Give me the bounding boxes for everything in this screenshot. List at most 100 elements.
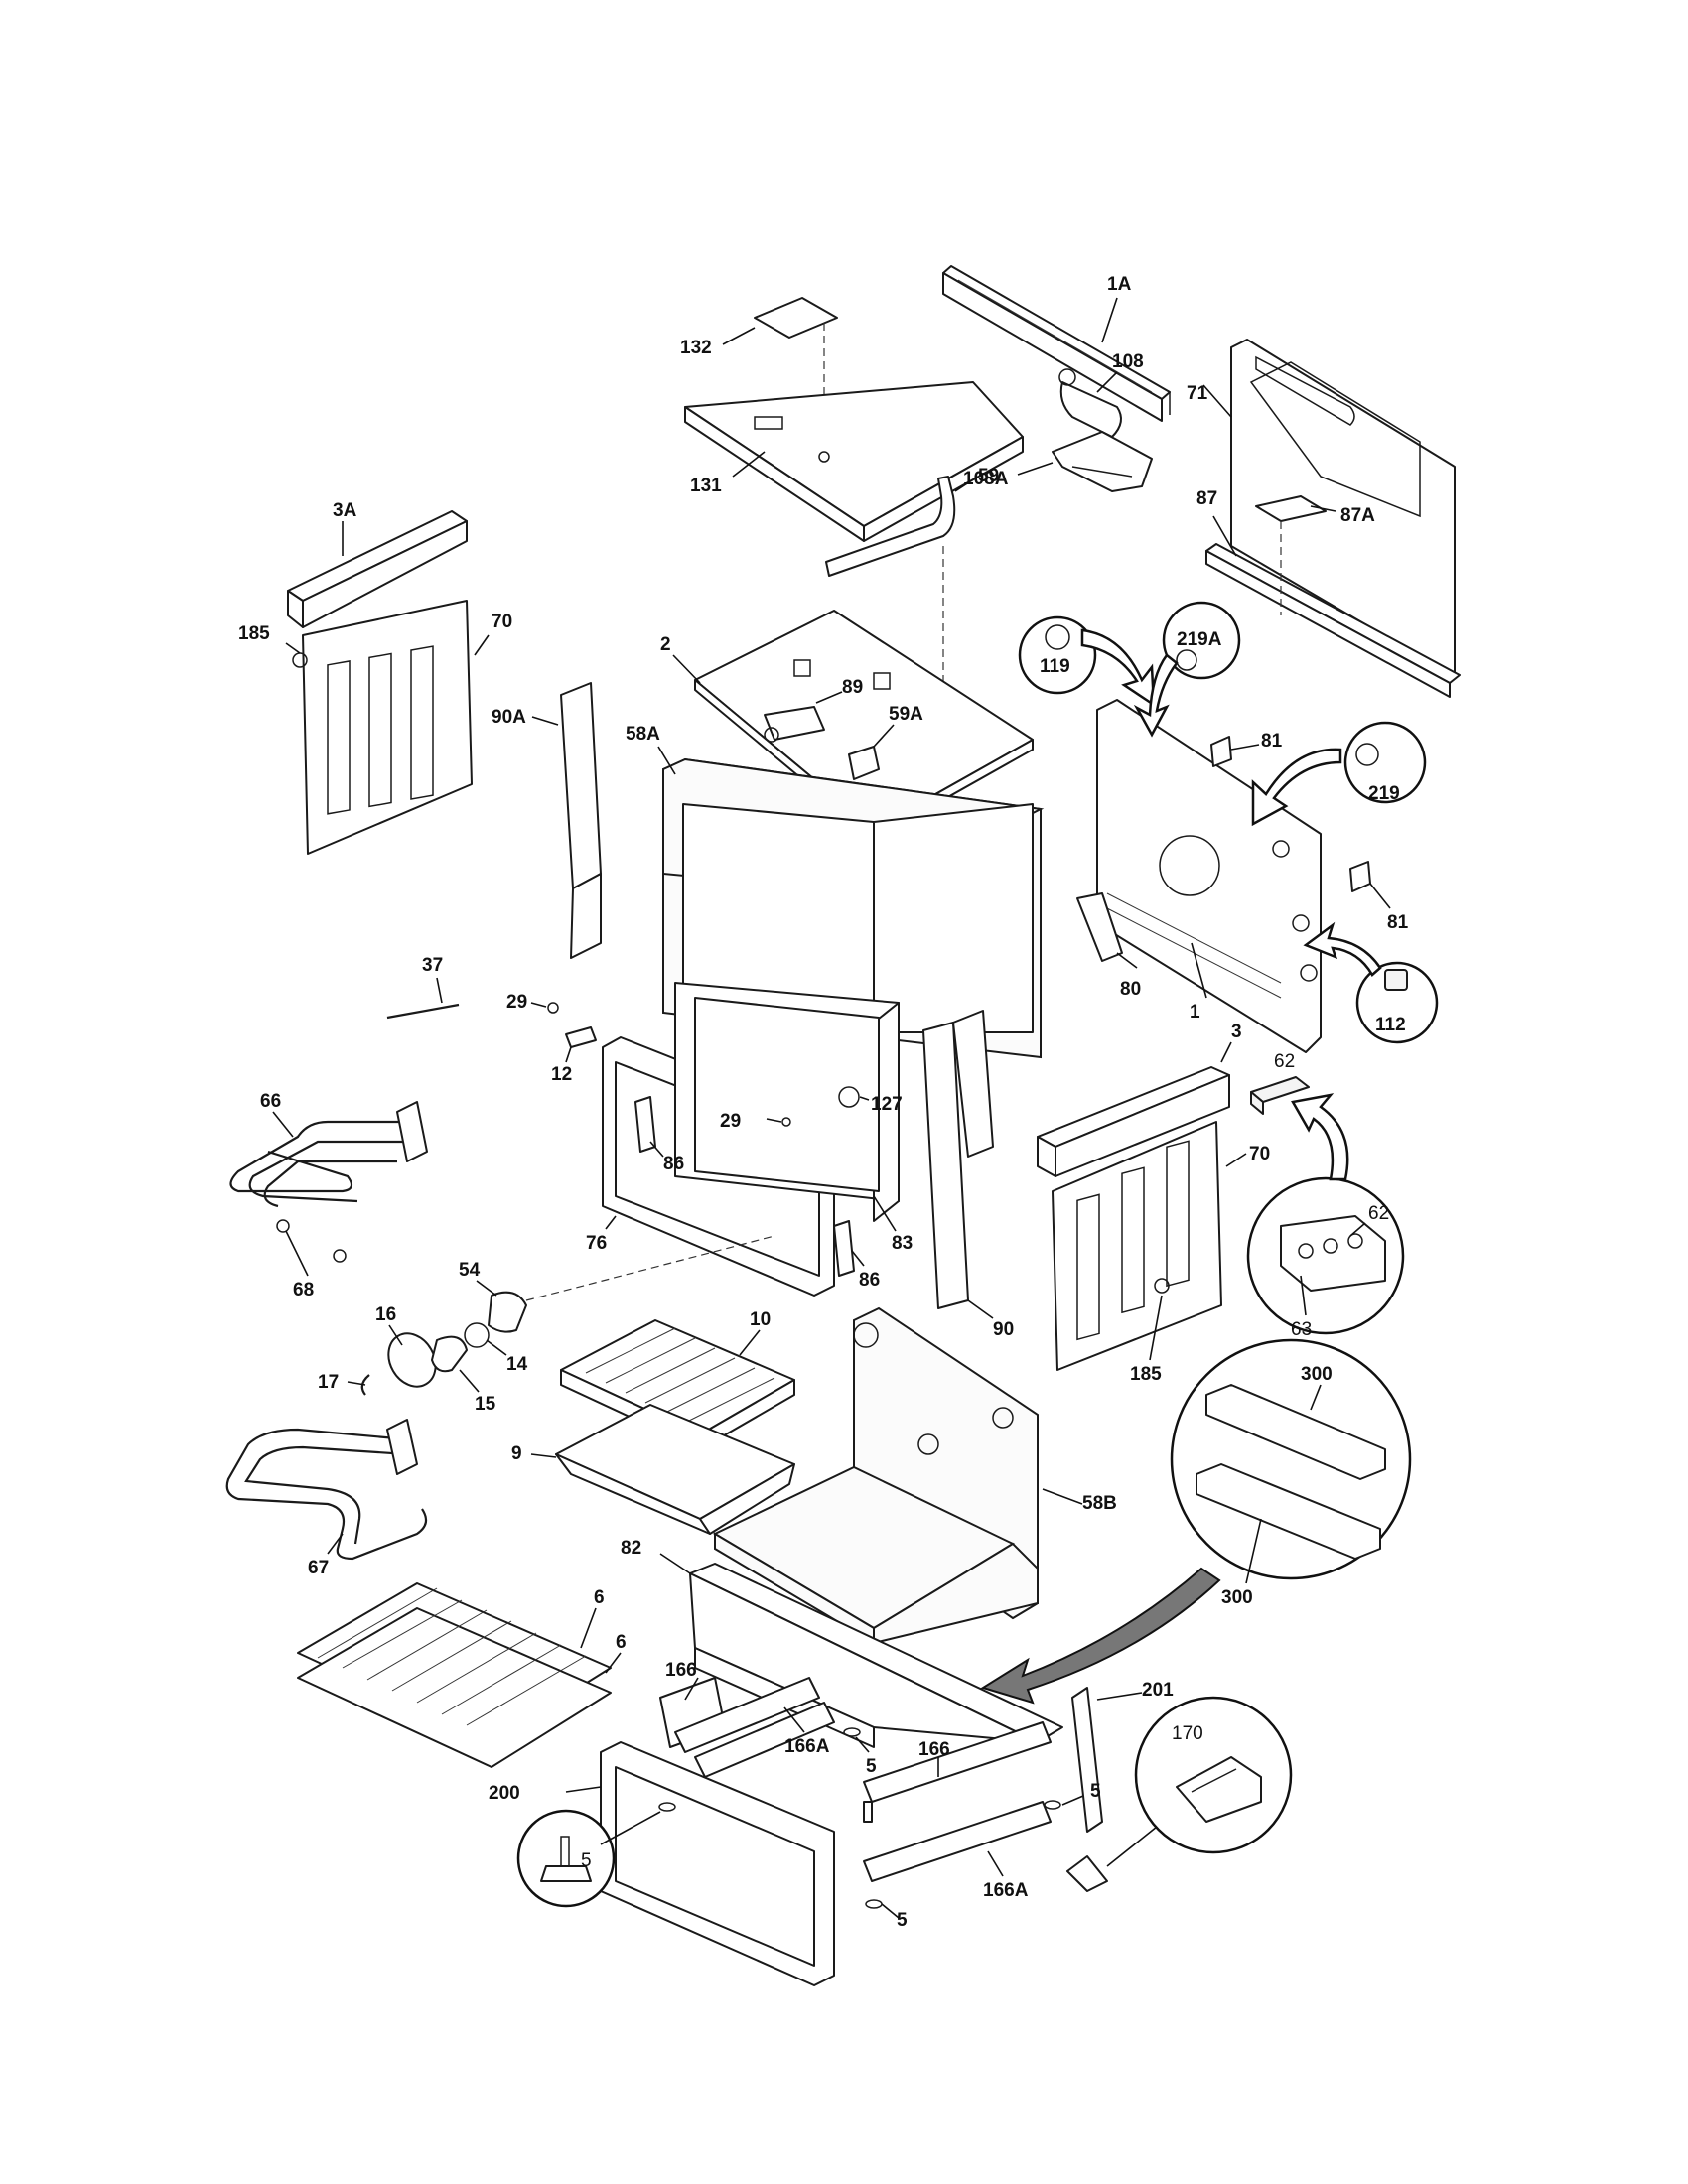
label-29-upper: 29	[506, 992, 527, 1013]
label-166-right: 166	[918, 1739, 950, 1760]
part-166-slides-left	[659, 1677, 835, 1778]
part-131-duct-panel	[684, 381, 1024, 542]
part-70-side-panel-right	[1052, 1121, 1247, 1371]
part-59-tube	[825, 476, 979, 824]
label-127: 127	[871, 1094, 903, 1115]
part-58A-insulation-upper	[657, 746, 1045, 1059]
part-166-slides-right	[863, 1721, 1052, 1882]
label-10: 10	[750, 1309, 771, 1330]
label-6-lower: 6	[616, 1632, 627, 1653]
label-300-upper: 300	[1301, 1364, 1333, 1385]
part-90-side-trim	[922, 1010, 994, 1319]
label-81-lower: 81	[1387, 912, 1409, 933]
part-5-leveling-legs	[843, 1727, 1091, 1919]
label-59A: 59A	[889, 704, 923, 725]
part-3-bracket	[1037, 1041, 1232, 1177]
label-16: 16	[375, 1304, 396, 1325]
label-108: 108	[1112, 351, 1144, 372]
label-66: 66	[260, 1091, 281, 1112]
part-67-bake-element	[225, 1419, 428, 1561]
label-59: 59	[978, 466, 999, 486]
label-1: 1	[1190, 1002, 1200, 1023]
label-87: 87	[1196, 488, 1217, 509]
part-62-terminal-block	[1250, 1076, 1310, 1115]
part-90A-side-trim	[531, 682, 602, 959]
label-14: 14	[506, 1354, 528, 1375]
part-9-broiler-pan	[530, 1404, 795, 1535]
part-127-element	[838, 1086, 870, 1108]
label-76: 76	[586, 1233, 607, 1254]
label-68: 68	[293, 1280, 314, 1300]
label-132: 132	[680, 338, 712, 358]
label-37: 37	[422, 955, 443, 976]
callout-170	[1066, 1696, 1293, 1892]
label-131: 131	[690, 476, 722, 496]
label-62-upper: 62	[1274, 1051, 1295, 1072]
label-86-upper: 86	[663, 1154, 684, 1174]
label-80: 80	[1120, 979, 1141, 1000]
part-89-thermostat	[764, 691, 843, 743]
label-166-left: 166	[665, 1660, 697, 1681]
label-185-top: 185	[238, 623, 270, 644]
label-5-callout: 5	[581, 1850, 592, 1871]
label-89: 89	[842, 677, 863, 698]
label-119: 119	[1040, 656, 1070, 677]
label-70-lower: 70	[1249, 1144, 1270, 1164]
label-71: 71	[1187, 383, 1208, 404]
label-70-top: 70	[492, 612, 512, 632]
part-1A-top-rail	[942, 265, 1171, 422]
label-86-lower: 86	[859, 1270, 880, 1291]
label-29-lower: 29	[720, 1111, 741, 1132]
label-2: 2	[660, 634, 671, 655]
label-170: 170	[1172, 1723, 1203, 1744]
callout-219	[1251, 721, 1427, 827]
part-68-clips	[276, 1219, 347, 1277]
part-58B-insulation-lower	[712, 1306, 1083, 1645]
part-200-drawer-front	[565, 1741, 835, 1986]
part-108A-bracket	[1017, 431, 1153, 492]
label-82: 82	[621, 1538, 641, 1559]
callout-112	[1303, 921, 1439, 1044]
part-87-87A-rail	[1205, 495, 1461, 698]
part-1-oven-back-panel	[1096, 699, 1322, 1053]
part-lamp-assembly	[347, 1235, 775, 1396]
part-83-oven-liner	[674, 982, 900, 1232]
part-66-broil-element	[229, 1101, 428, 1208]
label-81-upper: 81	[1261, 731, 1283, 751]
part-29-second	[766, 1117, 791, 1127]
label-58B: 58B	[1082, 1493, 1117, 1514]
label-5-right: 5	[1090, 1781, 1101, 1802]
label-15: 15	[475, 1394, 496, 1415]
callout-219A	[1133, 601, 1241, 738]
part-59A-bracket	[848, 724, 895, 780]
label-108A: 108A	[963, 469, 1009, 489]
label-185-lower: 185	[1130, 1364, 1162, 1385]
part-132-cover-plate	[722, 297, 838, 457]
part-201-side-bracket	[1071, 1687, 1143, 1833]
label-166A-left: 166A	[784, 1736, 830, 1757]
label-90: 90	[993, 1319, 1014, 1340]
label-58A: 58A	[626, 724, 660, 745]
label-3: 3	[1231, 1022, 1242, 1042]
part-3A-bracket	[287, 510, 468, 628]
label-1A: 1A	[1107, 274, 1132, 295]
part-70-side-panel-left	[285, 600, 490, 855]
part-6-oven-racks	[297, 1582, 622, 1768]
label-166A-right: 166A	[983, 1880, 1029, 1901]
label-5-left: 5	[866, 1756, 877, 1777]
label-54: 54	[459, 1260, 481, 1281]
part-81-clips	[1210, 736, 1391, 909]
part-37-probe	[386, 977, 460, 1020]
label-201: 201	[1142, 1680, 1174, 1701]
label-17: 17	[318, 1372, 339, 1393]
label-219A: 219A	[1177, 629, 1222, 650]
label-112: 112	[1375, 1015, 1406, 1035]
part-80-bracket	[1076, 892, 1138, 969]
label-87A: 87A	[1340, 505, 1375, 526]
part-86-hinges	[634, 1096, 865, 1277]
label-5-bottom: 5	[897, 1910, 908, 1931]
label-63: 63	[1291, 1319, 1312, 1340]
callout-62-63	[1246, 1093, 1405, 1335]
label-12: 12	[551, 1064, 572, 1085]
